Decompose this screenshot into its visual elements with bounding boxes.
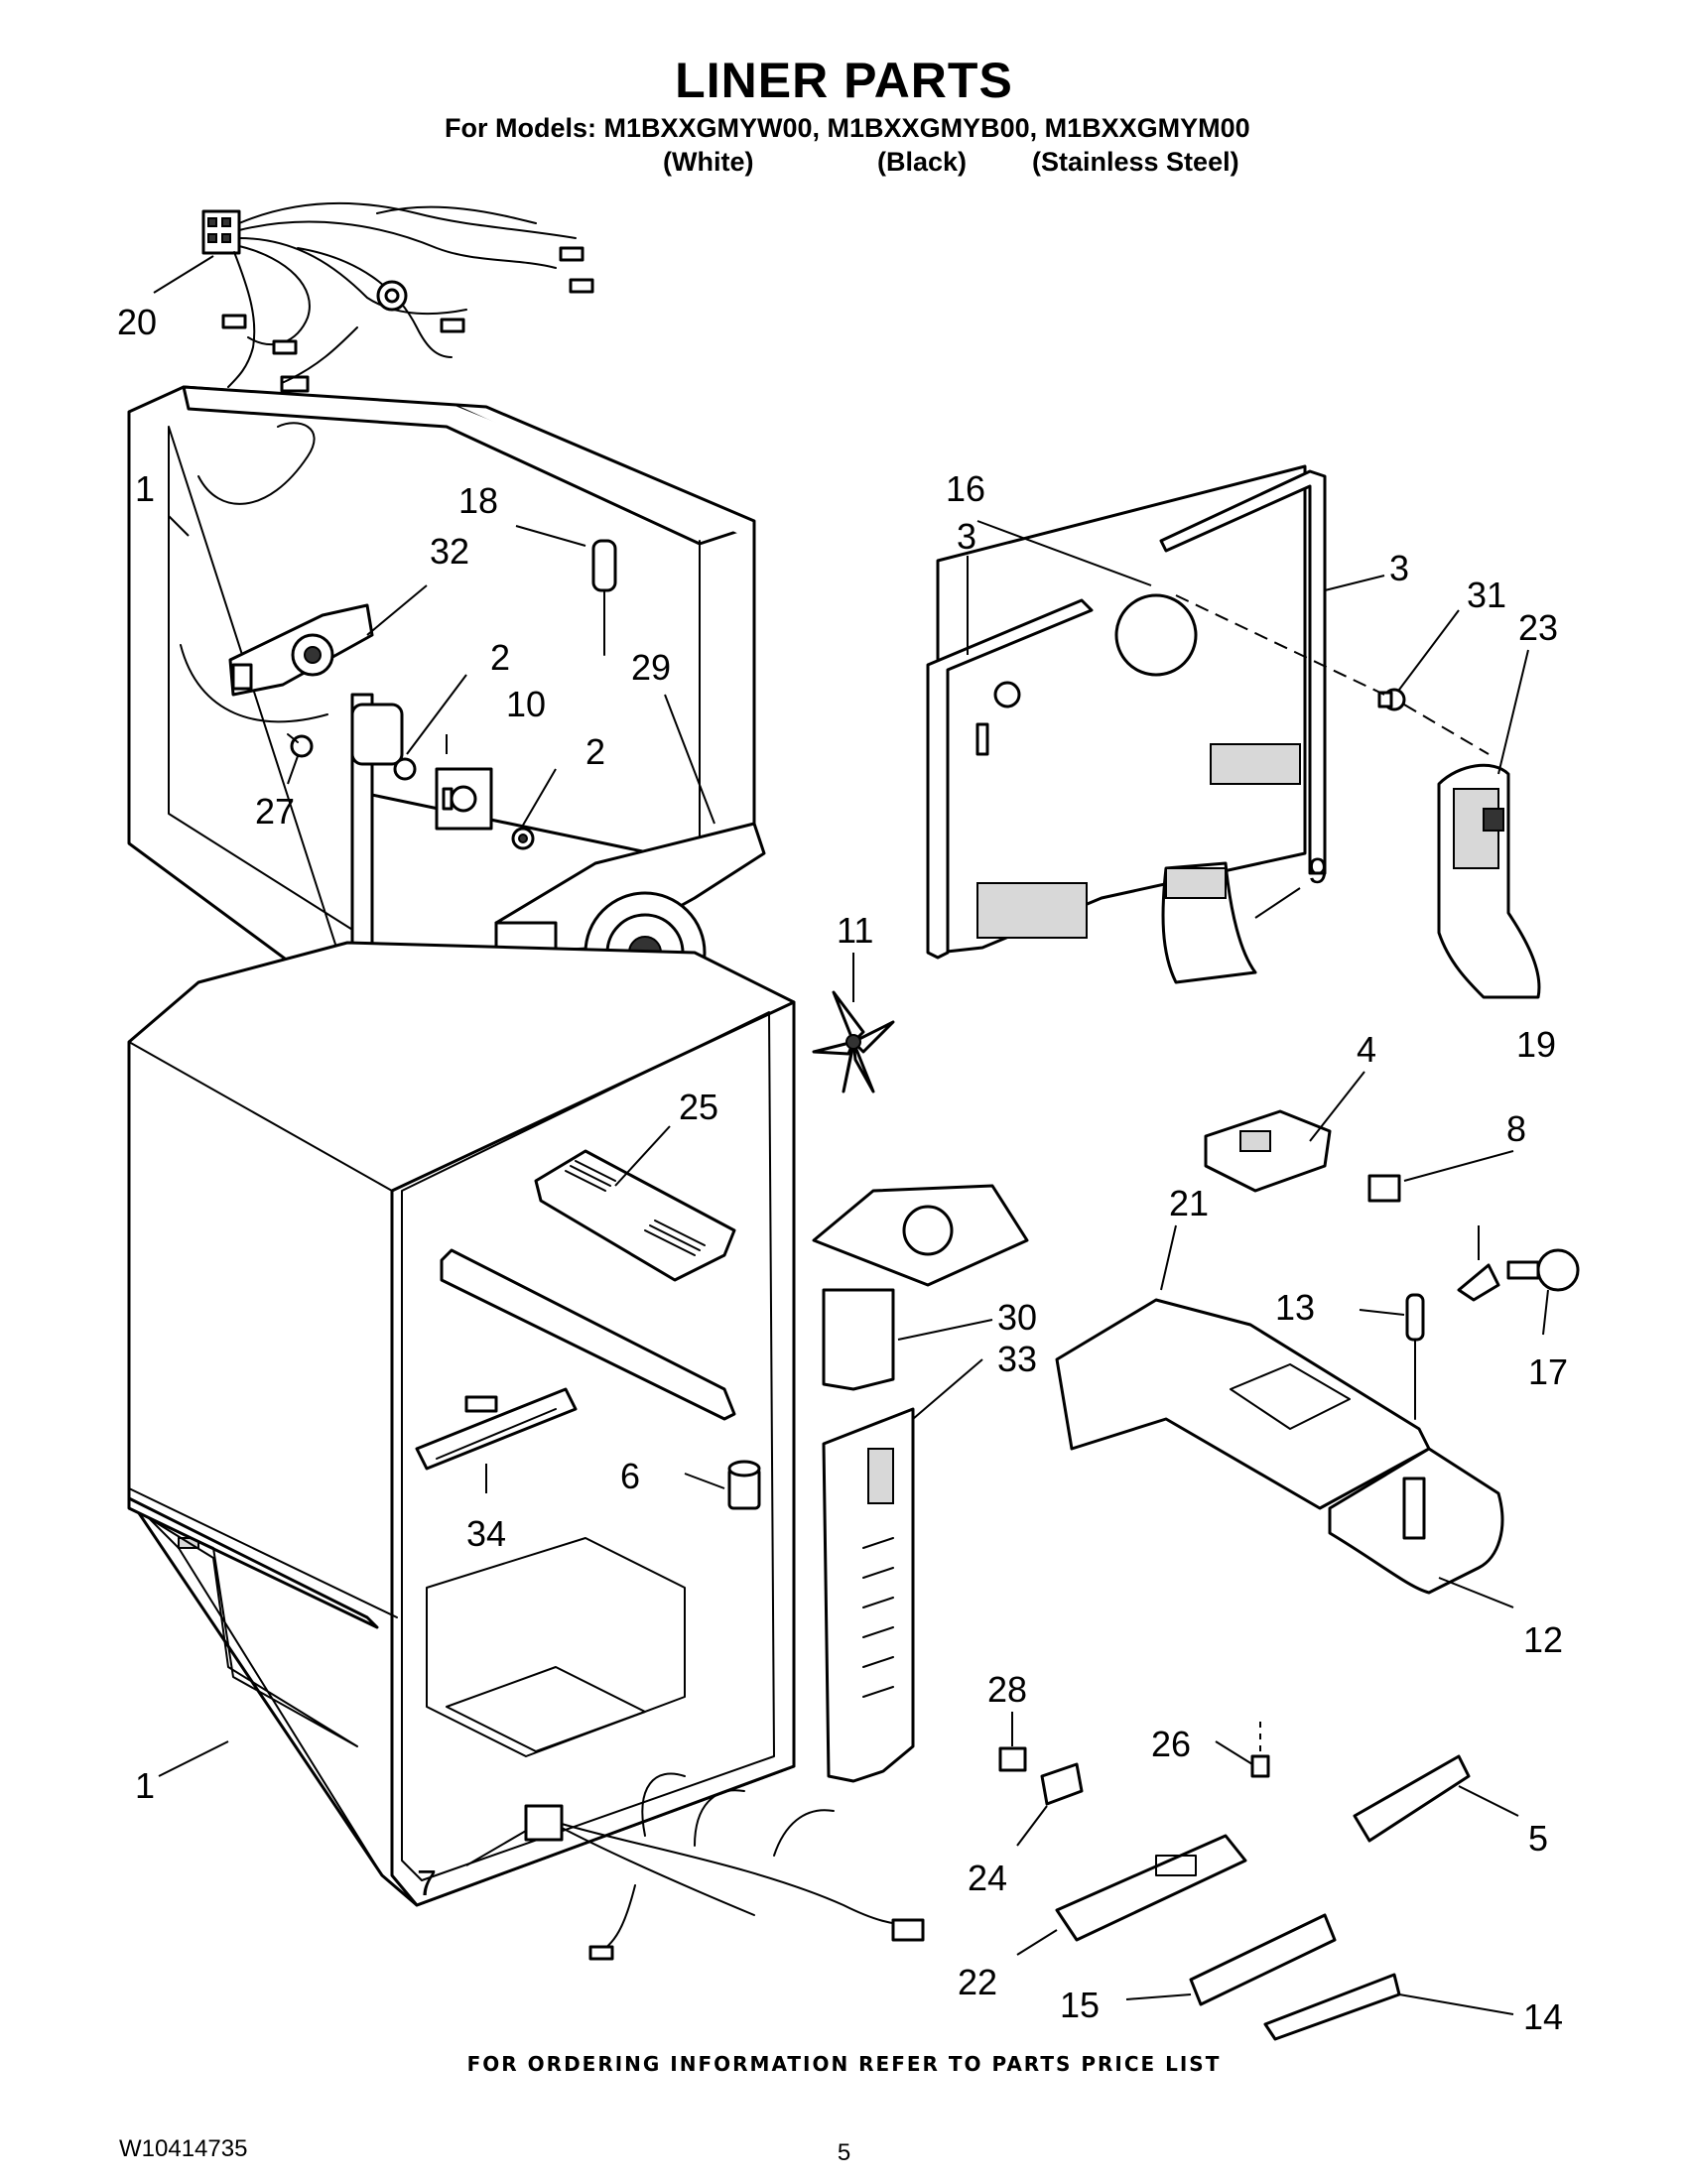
callout-22: 22 (958, 1962, 997, 2002)
callout-4: 4 (1357, 1029, 1376, 1070)
color-white: (White) (663, 147, 754, 177)
leader-lines (153, 255, 1549, 2015)
part-34-crisper-control (415, 1387, 578, 1471)
callout-23: 23 (1518, 607, 1558, 648)
callout-33: 33 (997, 1339, 1037, 1379)
part-23-air-tower (1437, 763, 1541, 999)
part-25-light-shield (534, 1149, 736, 1282)
callout-8: 8 (1506, 1108, 1526, 1149)
callout-31: 31 (1467, 575, 1506, 615)
callout-3-right: 3 (1389, 548, 1409, 588)
callout-7: 7 (417, 1863, 437, 1903)
ordering-note: FOR ORDERING INFORMATION REFER TO PARTS … (466, 2052, 1222, 2076)
part-27-screw (287, 733, 314, 758)
callout-17: 17 (1528, 1351, 1568, 1392)
page-number: 5 (837, 2139, 851, 2166)
callout-27: 27 (255, 791, 295, 832)
part-22-user-interface (1055, 1834, 1247, 1942)
callout-2b: 2 (585, 731, 605, 772)
part-10-damper-motor (350, 703, 535, 850)
callout-labels: 20 1 18 32 2 10 27 2 29 16 3 3 31 23 9 1… (117, 302, 1568, 2037)
part-3-gasket-right (1159, 469, 1327, 875)
part-3-gasket-left (926, 598, 1094, 960)
part-21-diffuser (1055, 1298, 1431, 1510)
callout-32: 32 (430, 531, 469, 572)
callout-5: 5 (1528, 1818, 1548, 1859)
callout-18: 18 (458, 480, 498, 521)
callout-13: 13 (1275, 1287, 1315, 1328)
callout-15: 15 (1060, 1985, 1100, 2025)
part-11-fan-blade (812, 990, 895, 1093)
part-30-air-duct-top (812, 1184, 1029, 1391)
page-title: LINER PARTS (675, 53, 1013, 108)
callout-9: 9 (1308, 850, 1328, 891)
part-12-control-housing (1328, 1447, 1504, 1595)
callout-21: 21 (1169, 1183, 1209, 1223)
part-8-light-socket (1457, 1263, 1500, 1302)
callout-12: 12 (1523, 1619, 1563, 1660)
part-18-thermistor (591, 539, 617, 656)
part-5-dispenser-board (1353, 1754, 1471, 1843)
color-stainless: (Stainless Steel) (1032, 147, 1239, 177)
callout-30: 30 (997, 1297, 1037, 1338)
part-19-light-switch (1367, 1174, 1401, 1203)
part-16-evaporator-cover (936, 464, 1307, 955)
part-7-wire-harness (524, 1772, 925, 1961)
part-26-screw (1250, 1722, 1270, 1778)
part-33-air-duct-body (822, 1407, 915, 1783)
models-line: For Models: M1BXXGMYW00, M1BXXGMYB00, M1… (445, 113, 1250, 143)
part-6-cap (727, 1460, 761, 1510)
part-31-screw (1175, 594, 1490, 755)
callout-2a: 2 (490, 637, 510, 678)
part-17-light-bulb (1506, 1248, 1580, 1292)
callout-3-left: 3 (957, 516, 976, 557)
callout-16: 16 (946, 468, 985, 509)
callout-34: 34 (466, 1513, 506, 1554)
callout-1-upper: 1 (135, 468, 155, 509)
callout-14: 14 (1523, 1996, 1563, 2037)
part-14-trim (1263, 1973, 1401, 2041)
callout-25: 25 (679, 1087, 718, 1127)
callout-6: 6 (620, 1456, 640, 1496)
part-32-control-housing (228, 603, 374, 697)
color-black: (Black) (877, 147, 968, 177)
part-24-label (1040, 1762, 1084, 1806)
document-number: W10414735 (119, 2135, 248, 2162)
callout-10: 10 (506, 684, 546, 724)
callout-11: 11 (837, 910, 873, 951)
callout-20: 20 (117, 302, 157, 342)
part-9-air-duct (1161, 861, 1257, 984)
callout-19: 19 (1516, 1024, 1556, 1065)
callout-1-lower: 1 (135, 1765, 155, 1806)
callout-26: 26 (1151, 1724, 1191, 1764)
part-4-control-board (1204, 1109, 1332, 1193)
callout-29: 29 (631, 647, 671, 688)
callout-28: 28 (987, 1669, 1027, 1710)
part-20-wire-harness (201, 201, 594, 393)
callout-24: 24 (968, 1858, 1007, 1898)
part-15-overlay (1189, 1913, 1337, 2006)
part-28-clip (998, 1746, 1027, 1772)
part-13-thermistor (1405, 1293, 1425, 1420)
